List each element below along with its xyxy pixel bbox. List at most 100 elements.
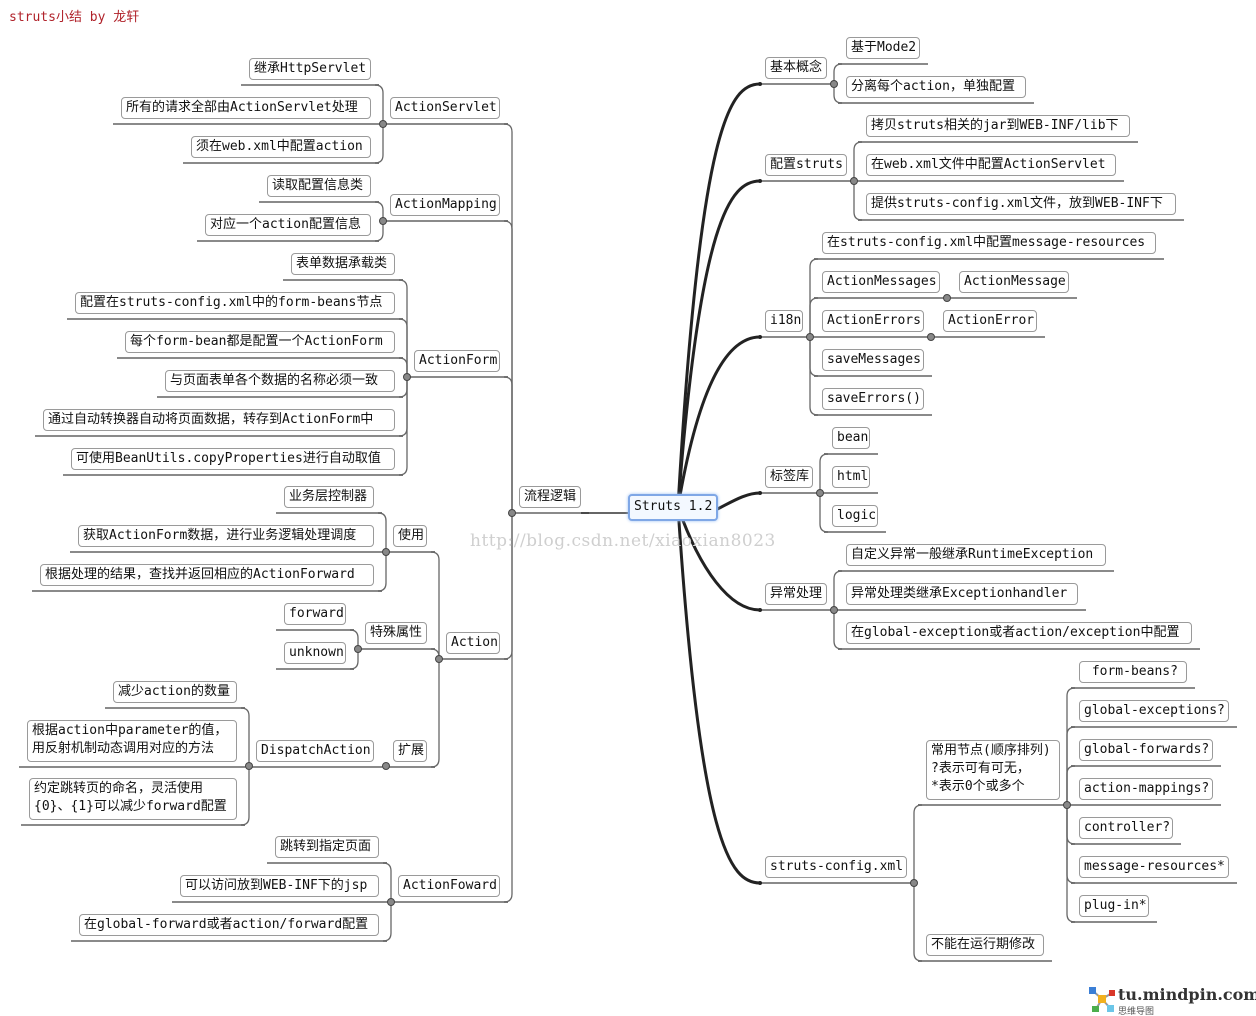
- topic-node-i3a[interactable]: ActionError: [943, 310, 1037, 332]
- branch-root-dot: [758, 179, 762, 183]
- topic-node-common[interactable]: 常用节点(顺序排列) ?表示可有可无， *表示0个或多个: [926, 740, 1060, 800]
- junction-dot: [382, 548, 390, 556]
- topic-node-use3[interactable]: 根据处理的结果，查找并返回相应的ActionForward: [40, 564, 374, 586]
- branch-connector: [398, 279, 408, 377]
- topic-node-fw[interactable]: ActionFoward: [398, 875, 500, 897]
- topic-node-af6[interactable]: 可使用BeanUtils.copyProperties进行自动取值: [71, 448, 395, 470]
- junction-dot: [382, 762, 390, 770]
- topic-node-tag[interactable]: 标签库: [765, 466, 813, 488]
- topic-node-i3[interactable]: ActionErrors: [822, 310, 924, 332]
- topic-node-basic1[interactable]: 基于Mode2: [846, 37, 920, 59]
- branch-connector: [809, 258, 819, 337]
- branch-connector: [833, 63, 843, 84]
- topic-node-i18n[interactable]: i18n: [765, 310, 803, 332]
- topic-node-ext[interactable]: 扩展: [393, 740, 427, 762]
- branch-connector: [833, 570, 843, 610]
- logo-site: tu.mindpin.com: [1118, 985, 1256, 1004]
- topic-node-s1[interactable]: form-beans?: [1079, 661, 1187, 683]
- topic-node-i2a[interactable]: ActionMessage: [959, 271, 1069, 293]
- branch-connector: [809, 337, 819, 377]
- junction-dot: [910, 879, 918, 887]
- topic-node-s3[interactable]: global-forwards?: [1079, 739, 1213, 761]
- branch-connector: [833, 610, 843, 650]
- topic-node-af3[interactable]: 每个form-bean都是配置一个ActionForm: [125, 331, 395, 353]
- junction-dot: [816, 489, 824, 497]
- main-branch-curve: [676, 506, 761, 612]
- topic-node-af5[interactable]: 通过自动转换器自动将页面数据，转存到ActionForm中: [43, 409, 395, 431]
- topic-node-use2[interactable]: 获取ActionForm数据，进行业务逻辑处理调度: [78, 525, 374, 547]
- topic-node-cfg1[interactable]: 拷贝struts相关的jar到WEB-INF/lib下: [866, 115, 1130, 137]
- junction-dot: [435, 655, 443, 663]
- topic-node-am1[interactable]: 读取配置信息类: [267, 175, 371, 197]
- topic-node-da1[interactable]: 减少action的数量: [113, 681, 237, 703]
- branch-connector: [503, 513, 513, 903]
- topic-node-exc[interactable]: 异常处理: [765, 583, 827, 605]
- branch-connector: [913, 883, 923, 962]
- topic-node-use[interactable]: 使用: [393, 525, 427, 547]
- branch-connector: [1066, 765, 1076, 805]
- topic-node-action[interactable]: Action: [446, 632, 500, 654]
- topic-node-as3[interactable]: 须在web.xml中配置action: [191, 136, 371, 158]
- topic-node-i1[interactable]: 在struts-config.xml中配置message-resources: [822, 232, 1156, 254]
- topic-node-fw3[interactable]: 在global-forward或者action/forward配置: [79, 914, 379, 936]
- main-branch-curve: [676, 82, 761, 508]
- topic-node-s2[interactable]: global-exceptions?: [1079, 700, 1229, 722]
- topic-node-as2[interactable]: 所有的请求全部由ActionServlet处理: [121, 97, 371, 119]
- topic-node-af[interactable]: ActionForm: [414, 350, 500, 372]
- topic-node-cfg2[interactable]: 在web.xml文件中配置ActionServlet: [866, 154, 1116, 176]
- branch-connector: [1066, 726, 1076, 805]
- topic-node-s4[interactable]: action-mappings?: [1079, 778, 1213, 800]
- topic-node-use1[interactable]: 业务层控制器: [284, 486, 374, 508]
- topic-node-basic2[interactable]: 分离每个action，单独配置: [846, 76, 1026, 98]
- topic-node-tag3[interactable]: logic: [832, 505, 878, 527]
- topic-node-center[interactable]: Struts 1.2: [628, 494, 718, 521]
- topic-node-sc[interactable]: struts-config.xml: [765, 856, 907, 878]
- topic-node-af4[interactable]: 与页面表单各个数据的名称必须一致: [165, 370, 395, 392]
- topic-node-sp2[interactable]: unknown: [284, 642, 346, 664]
- branch-connector: [819, 453, 829, 493]
- topic-node-cfg[interactable]: 配置struts: [765, 154, 847, 176]
- topic-node-exc2[interactable]: 异常处理类继承Exceptionhandler: [846, 583, 1078, 605]
- topic-node-tag2[interactable]: html: [832, 466, 870, 488]
- branch-connector: [503, 220, 513, 513]
- topic-node-tag1[interactable]: bean: [832, 427, 870, 449]
- topic-node-fw1[interactable]: 跳转到指定页面: [275, 836, 379, 858]
- topic-node-as[interactable]: ActionServlet: [390, 97, 500, 119]
- topic-node-i4[interactable]: saveMessages: [822, 349, 924, 371]
- topic-node-i2[interactable]: ActionMessages: [822, 271, 940, 293]
- topic-node-am2[interactable]: 对应一个action配置信息: [205, 214, 371, 236]
- branch-connector: [913, 804, 923, 883]
- topic-node-s7[interactable]: plug-in*: [1079, 895, 1149, 917]
- topic-node-s6[interactable]: message-resources*: [1079, 856, 1229, 878]
- topic-node-flow[interactable]: 流程逻辑: [519, 486, 581, 508]
- topic-node-as1[interactable]: 继承HttpServlet: [249, 58, 371, 80]
- branch-connector: [833, 84, 843, 104]
- junction-dot: [403, 373, 411, 381]
- topic-node-af1[interactable]: 表单数据承载类: [291, 253, 395, 275]
- junction-dot: [927, 333, 935, 341]
- topic-node-sp[interactable]: 特殊属性: [365, 622, 427, 644]
- topic-node-exc1[interactable]: 自定义异常一般继承RuntimeException: [846, 544, 1106, 566]
- topic-node-af2[interactable]: 配置在struts-config.xml中的form-beans节点: [75, 292, 395, 314]
- junction-dot: [379, 217, 387, 225]
- topic-node-da2[interactable]: 根据action中parameter的值， 用反射机制动态调用对应的方法: [27, 720, 237, 762]
- junction-dot: [354, 645, 362, 653]
- topic-node-fw2[interactable]: 可以访问放到WEB-INF下的jsp: [180, 875, 379, 897]
- topic-node-s5[interactable]: controller?: [1079, 817, 1173, 839]
- topic-node-cfg3[interactable]: 提供struts-config.xml文件，放到WEB-INF下: [866, 193, 1176, 215]
- branch-connector: [398, 377, 408, 437]
- topic-node-da[interactable]: DispatchAction: [256, 740, 374, 762]
- topic-node-da3[interactable]: 约定跳转页的命名，灵活使用 {0}、{1}可以减少forward配置: [29, 778, 237, 820]
- branch-connector: [349, 629, 359, 649]
- topic-node-basic[interactable]: 基本概念: [765, 57, 827, 79]
- topic-node-exc3[interactable]: 在global-exception或者action/exception中配置: [846, 622, 1192, 644]
- branch-connector: [377, 512, 387, 552]
- topic-node-nochange[interactable]: 不能在运行期修改: [926, 934, 1044, 956]
- topic-node-am[interactable]: ActionMapping: [390, 194, 500, 216]
- topic-node-sp1[interactable]: forward: [284, 603, 346, 625]
- branch-connector: [374, 201, 384, 221]
- branch-connector: [349, 649, 359, 670]
- topic-node-i5[interactable]: saveErrors(): [822, 388, 924, 410]
- branch-connector: [430, 551, 440, 659]
- junction-dot: [850, 177, 858, 185]
